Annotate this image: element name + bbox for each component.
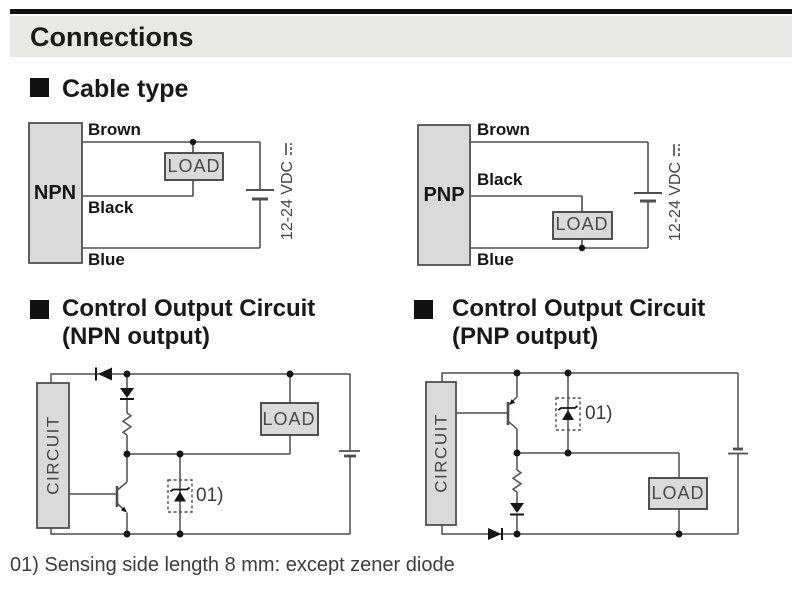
zener-dashed-box <box>167 479 193 513</box>
bullet-square-icon <box>30 300 49 319</box>
emitter-arrow-icon <box>120 506 127 513</box>
zener-diode-icon <box>557 405 579 420</box>
pnp-black-label: Black <box>477 170 523 189</box>
zener-dashed-box <box>555 397 581 431</box>
battery-icon <box>246 189 274 201</box>
npn-black-label: Black <box>88 198 134 217</box>
circuit-box <box>425 381 457 526</box>
diode-icon <box>120 388 134 400</box>
npn-supply-label: 12-24 VDC <box>279 142 296 240</box>
npn-circuit-load-label: LOAD <box>262 409 316 429</box>
emitter-arrow-icon <box>509 399 516 405</box>
diode-icon <box>488 528 503 540</box>
dc-symbol-icon <box>673 143 680 156</box>
npn-brown-label: Brown <box>88 120 141 139</box>
pnp-cable-diagram <box>417 124 662 266</box>
junction-dot <box>189 138 197 146</box>
npn-output-heading: Control Output Circuit <box>62 295 316 322</box>
section-title-band <box>10 16 792 57</box>
load-box <box>164 152 224 181</box>
pnp-supply-label: 12-24 VDC <box>667 143 684 241</box>
load-box <box>648 477 708 510</box>
npn-blue-label: Blue <box>88 250 125 269</box>
npn-box-label: NPN <box>33 182 77 204</box>
pnp-load-label: LOAD <box>555 214 609 234</box>
load-box <box>552 211 613 240</box>
battery-icon <box>339 450 360 458</box>
npn-load-label: LOAD <box>167 156 221 176</box>
npn-output-circuit-diagram <box>36 367 360 538</box>
pnp-circuit-box-label: CIRCUIT <box>431 413 451 493</box>
pnp-brown-label: Brown <box>477 120 530 139</box>
npn-cable-diagram <box>28 122 274 264</box>
pnp-note-ref: 01) <box>585 403 613 424</box>
load-box <box>260 402 319 436</box>
resistor <box>121 412 133 436</box>
diode-icon <box>510 503 524 516</box>
circuit-box <box>36 382 70 529</box>
page-title: Connections <box>30 22 194 52</box>
npn-circuit-box-label: CIRCUIT <box>43 415 63 495</box>
bullet-square-icon <box>414 300 433 319</box>
pnp-output-circuit-diagram <box>425 369 748 540</box>
battery-icon <box>728 447 748 455</box>
diode-icon <box>95 367 112 381</box>
pnp-device-box <box>417 124 471 266</box>
pnp-output-heading: Control Output Circuit <box>452 295 706 322</box>
pnp-box-label: PNP <box>423 184 465 206</box>
top-rule <box>10 9 792 14</box>
npn-output-subheading: (NPN output) <box>62 323 210 350</box>
npn-note-ref: 01) <box>196 485 224 506</box>
footnote: 01) Sensing side length 8 mm: except zen… <box>10 554 455 576</box>
cable-type-heading: Cable type <box>62 75 189 103</box>
bullet-square-icon <box>30 78 49 97</box>
zener-diode-icon <box>169 486 191 502</box>
dc-symbol-icon <box>285 142 292 155</box>
pnp-blue-label: Blue <box>477 250 514 269</box>
resistor <box>511 469 523 493</box>
battery-icon <box>634 192 662 203</box>
npn-device-box <box>28 122 83 264</box>
junction-dot <box>578 244 586 252</box>
pnp-circuit-load-label: LOAD <box>651 483 705 503</box>
pnp-output-subheading: (PNP output) <box>452 323 599 350</box>
